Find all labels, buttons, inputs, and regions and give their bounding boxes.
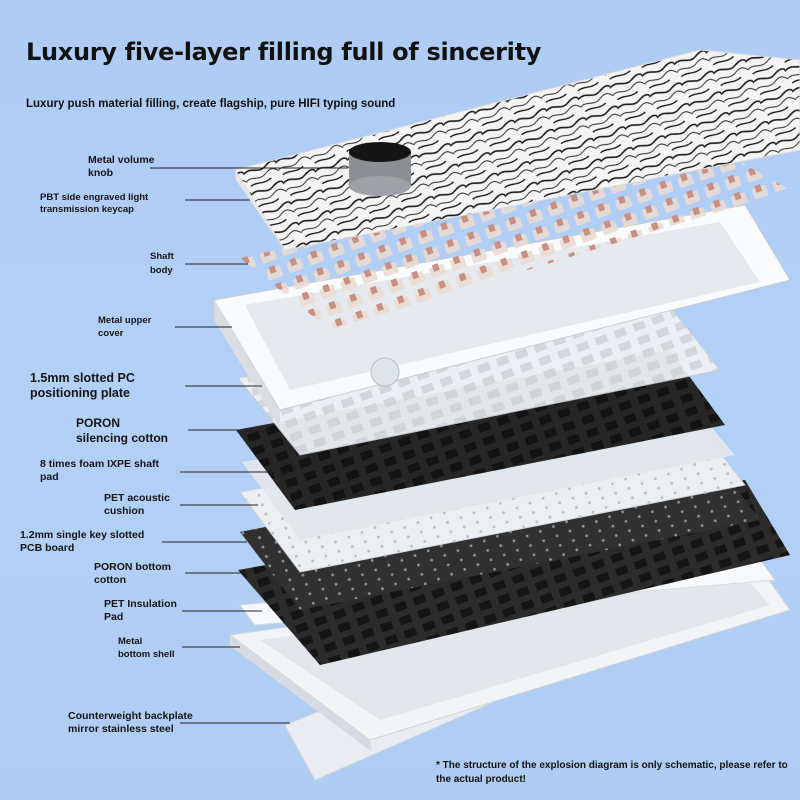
- label-line: body: [150, 265, 173, 276]
- label-line: Shaft: [150, 251, 174, 262]
- label-line: 1.5mm slotted PC: [30, 371, 135, 385]
- label-line: knob: [88, 167, 114, 179]
- label-line: silencing cotton: [76, 431, 169, 445]
- bottom-shell-layer: [228, 559, 791, 752]
- disclaimer-footnote: * The structure of the explosion diagram…: [436, 760, 788, 785]
- label-line: PET acoustic: [104, 492, 170, 504]
- label-shaft-body: Shaft body: [150, 250, 174, 278]
- label-line: Metal: [118, 636, 143, 647]
- label-line: transmission keycap: [40, 204, 134, 215]
- label-line: PORON bottom: [94, 561, 171, 573]
- label-line: Counterweight backplate: [68, 710, 193, 722]
- label-line: cotton: [94, 574, 127, 586]
- label-line: PBT side engraved light: [40, 192, 149, 203]
- label-line: cushion: [104, 505, 145, 517]
- label-line: 1.2mm single key slotted: [20, 529, 145, 541]
- label-line: PORON: [76, 416, 121, 430]
- volume-knob: [349, 142, 411, 196]
- label-line: PET Insulation: [104, 598, 177, 610]
- keycap-layer: [234, 49, 800, 258]
- label-upper-cover: Metal upper cover: [98, 314, 151, 340]
- label-line: Metal volume: [88, 154, 155, 166]
- label-line: mirror stainless steel: [68, 723, 174, 735]
- leader-lines: [150, 167, 348, 724]
- page-title: Luxury five-layer filling full of sincer…: [26, 38, 542, 66]
- label-line: Metal upper: [98, 315, 152, 326]
- label-line: 8 times foam IXPE shaft: [40, 458, 160, 470]
- label-bottom-shell: Metal bottom shell: [118, 635, 174, 661]
- label-line: positioning plate: [30, 386, 130, 400]
- switch-layer: [240, 150, 790, 330]
- label-line: pad: [40, 471, 59, 483]
- label-line: Pad: [104, 611, 124, 623]
- upper-cover-layer: [213, 204, 791, 428]
- label-line: cover: [98, 328, 124, 339]
- label-line: PCB board: [20, 542, 75, 554]
- label-line: bottom shell: [118, 649, 175, 660]
- page-subtitle: Luxury push material filling, create fla…: [26, 98, 396, 110]
